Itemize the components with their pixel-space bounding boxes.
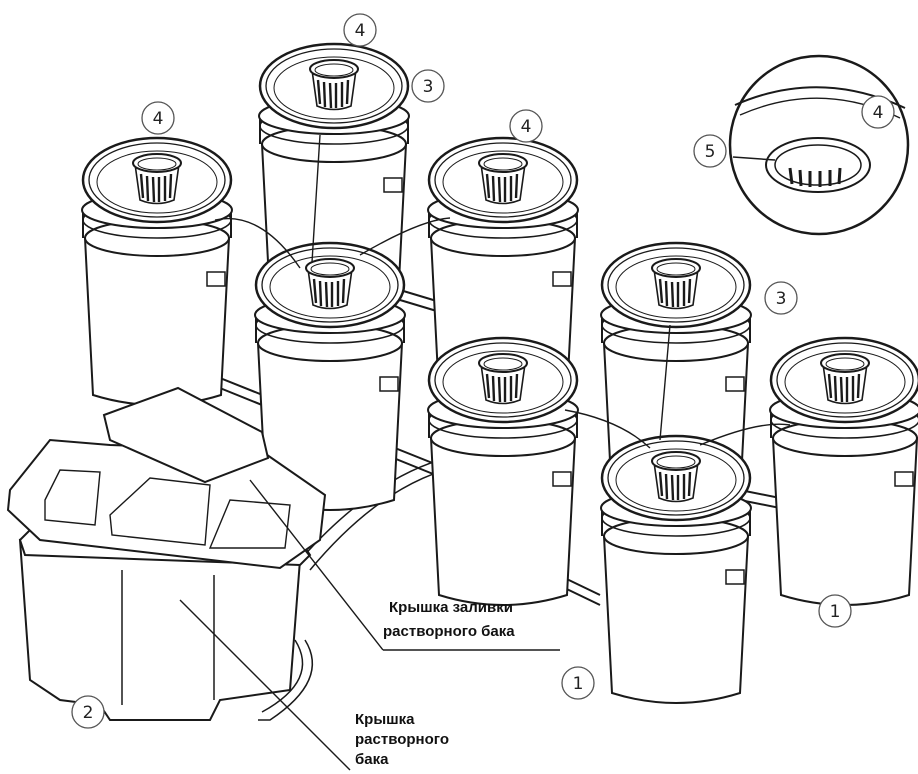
detail-zoom (728, 54, 910, 236)
callout-1-front: 1 (573, 674, 584, 694)
callout-3-top: 3 (423, 77, 434, 97)
callout-3-right: 3 (776, 289, 787, 309)
callout-numbers: 4 3 4 4 4 5 3 1 1 2 (71, 13, 895, 729)
bucket-front (599, 434, 753, 705)
label-tank-lid-line3: бака (355, 751, 389, 768)
bucket-back-left (80, 136, 234, 407)
air-tubes (214, 134, 791, 449)
callout-2-tank: 2 (83, 703, 94, 723)
callout-5-detail: 5 (705, 142, 716, 162)
label-tank-fill-lid-line1: Крышка заливки (389, 599, 513, 616)
label-tank-lid-line1: Крышка (355, 711, 415, 728)
callout-4-top: 4 (355, 21, 366, 41)
callout-4-left: 4 (153, 109, 164, 129)
solution-tank (6, 386, 327, 721)
bucket-far-right (768, 336, 918, 607)
label-tank-fill-lid-line2: растворного бака (383, 623, 515, 640)
callout-1-right: 1 (830, 602, 841, 622)
label-tank-lid-line2: растворного (355, 731, 449, 748)
leader-lines (179, 479, 560, 771)
callout-4-detail: 4 (873, 103, 884, 123)
bucket-middle-right (426, 336, 580, 607)
text-labels: Крышка заливки растворного бака Крышка р… (355, 599, 515, 768)
callout-4-right: 4 (521, 117, 532, 137)
